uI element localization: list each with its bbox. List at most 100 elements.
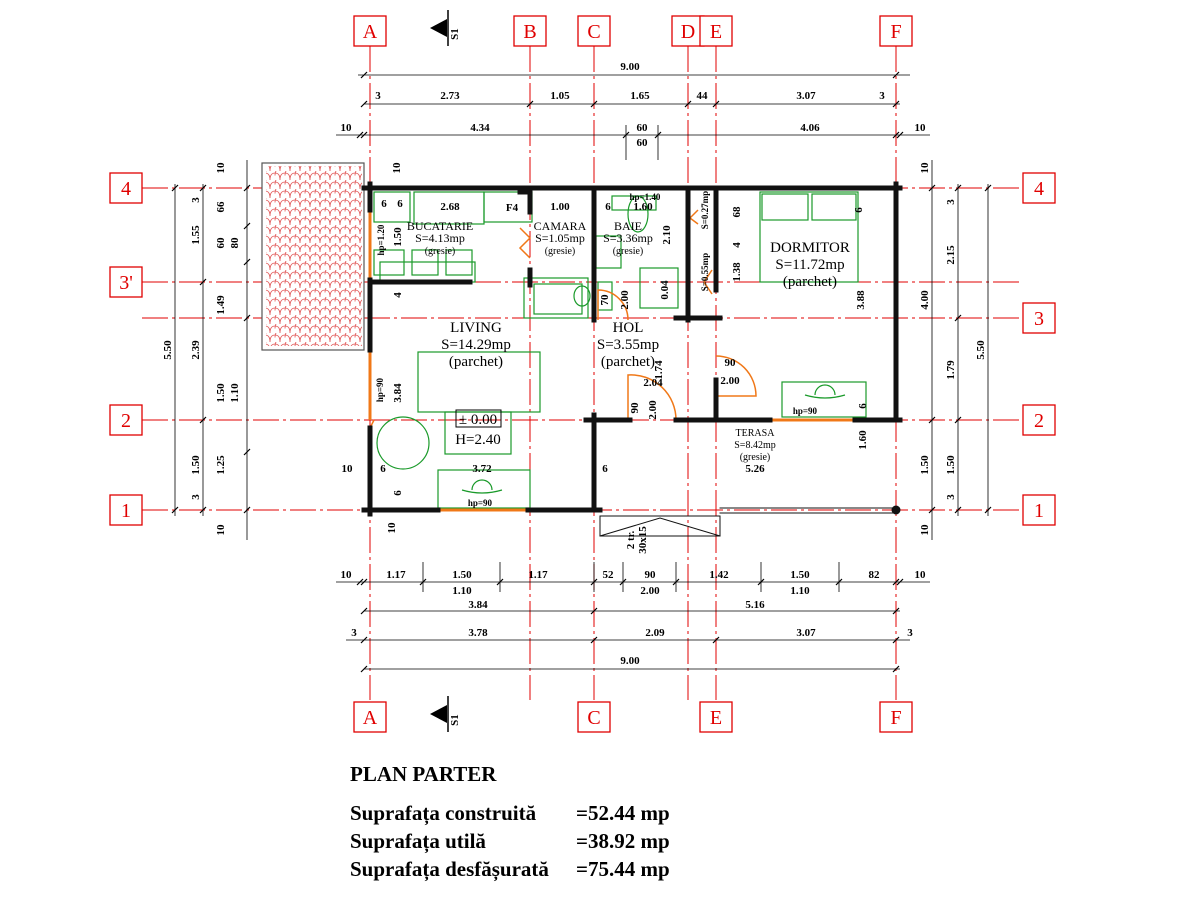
stat-value: =52.44 mp — [576, 801, 670, 825]
interior-dimension: 10 — [391, 162, 403, 174]
room-name: CAMARA — [534, 219, 587, 233]
dimension-label: 10 — [915, 122, 927, 134]
axis-label: A — [363, 707, 378, 729]
axis-label: 3' — [119, 272, 133, 294]
room-name: BUCATARIE — [407, 219, 473, 233]
room-finish: (gresie) — [740, 452, 771, 463]
level-height: H=2.40 — [455, 432, 501, 448]
dimension-label: 3 — [190, 197, 202, 203]
dimension-label: 90 — [645, 569, 657, 581]
axis-label: F — [890, 707, 901, 729]
dimension-label: 3 — [375, 90, 381, 102]
interior-dimension: 1.60 — [857, 430, 869, 450]
dimension-label: 1.10 — [452, 585, 472, 597]
interior-dimension: hp=90 — [375, 377, 385, 402]
interior-dimension: 4 — [731, 242, 743, 248]
dimension-label: 3 — [945, 494, 957, 500]
stat-label: Suprafața utilă — [350, 829, 486, 853]
section-marker-icon: S1 — [430, 696, 461, 732]
dimension-label: 52 — [603, 569, 615, 581]
room-area: S=8.42mp — [734, 440, 775, 451]
dimension-label: 5.16 — [745, 599, 765, 611]
room-finish: (parchet) — [783, 274, 837, 290]
interior-dimension: 90 — [629, 402, 641, 414]
interior-dimension: 10 — [386, 522, 398, 534]
dimension-label: 4.00 — [919, 290, 931, 310]
dimension-label: 60 — [215, 237, 227, 249]
dimension-label: 10 — [215, 162, 227, 174]
section-label: S1 — [449, 28, 461, 40]
dimension-label: 10 — [341, 569, 353, 581]
dimension-label: 5.50 — [975, 340, 987, 360]
interior-dimension: 3.84 — [392, 383, 404, 403]
interior-dimension: 1.00 — [550, 201, 570, 213]
section-label: S1 — [449, 714, 461, 726]
walls — [361, 181, 903, 537]
stat-label: Suprafața construită — [350, 801, 537, 825]
interior-dimension: 1.38 — [731, 262, 743, 282]
room-area: S=14.29mp — [441, 337, 511, 353]
interior-dimension: 2 tr. — [625, 530, 637, 549]
dimension-label: 3 — [945, 199, 957, 205]
axis-label: F — [890, 21, 901, 43]
axis-label: 1 — [121, 500, 131, 522]
dimension-label: 2.15 — [945, 245, 957, 265]
axis-marker-right-0: 4 — [1022, 172, 1056, 204]
interior-dimension: 2.00 — [720, 375, 740, 387]
interior-dimension: 6 — [853, 207, 865, 213]
dimension-label: 60 — [637, 122, 649, 134]
interior-dimension: 6 — [392, 490, 404, 496]
axis-label: 2 — [121, 410, 131, 432]
dimension-label: 3.07 — [796, 627, 816, 639]
room-area: S=1.05mp — [535, 231, 585, 245]
axis-marker-top-B: B — [513, 15, 547, 47]
axis-marker-left-1: 3' — [109, 266, 143, 298]
axis-marker-top-F: F — [879, 15, 913, 47]
dimension-label: 5.50 — [162, 340, 174, 360]
axis-label: 4 — [1034, 178, 1044, 200]
interior-dimension: 2.10 — [661, 225, 673, 245]
dimension-label: 1.17 — [386, 569, 406, 581]
dimension-label: 1.10 — [229, 383, 241, 403]
axis-label: 3 — [1034, 308, 1044, 330]
dimension-label: 3 — [907, 627, 913, 639]
dimension-label: 2.39 — [190, 340, 202, 360]
axis-label: B — [523, 21, 536, 43]
dimension-label: 9.00 — [620, 61, 640, 73]
axis-marker-left-3: 1 — [109, 494, 143, 526]
room-finish: (gresie) — [545, 246, 576, 257]
interior-dimension: 0.04 — [659, 280, 671, 300]
dimension-label: 3 — [879, 90, 885, 102]
dimension-label: 9.00 — [620, 655, 640, 667]
interior-dimension: hp=1.20 — [376, 224, 386, 255]
interior-dimension: 1.60 — [633, 201, 653, 213]
axis-label: 1 — [1034, 500, 1044, 522]
interior-dimension: 3.72 — [472, 463, 492, 475]
level-elevation: ± 0.00 — [459, 412, 497, 428]
terrace-length: 5.26 — [745, 463, 765, 475]
interior-dimension: 6 — [380, 463, 386, 475]
plan-summary: PLAN PARTER Suprafața construită =52.44 m… — [350, 762, 670, 885]
level-marker: ± 0.00H=2.40 — [455, 409, 502, 448]
interior-dimension: 6 — [857, 403, 869, 409]
dimension-label: 1.50 — [452, 569, 472, 581]
dimension-label: 1.50 — [190, 455, 202, 475]
interior-dimension: hp=90 — [793, 406, 818, 416]
axis-label: C — [587, 707, 600, 729]
dimension-label: 1.25 — [215, 455, 227, 475]
plan-title: PLAN PARTER — [350, 762, 497, 786]
dimension-label: 2.73 — [440, 90, 460, 102]
dimension-label: 3.78 — [468, 627, 488, 639]
axis-label: 4 — [121, 178, 131, 200]
interior-dimension: hp=90 — [468, 498, 493, 508]
dimension-label: 10 — [919, 162, 931, 174]
axis-marker-left-0: 4 — [109, 172, 143, 204]
axis-label: 2 — [1034, 410, 1044, 432]
dimension-label: 3 — [190, 494, 202, 500]
